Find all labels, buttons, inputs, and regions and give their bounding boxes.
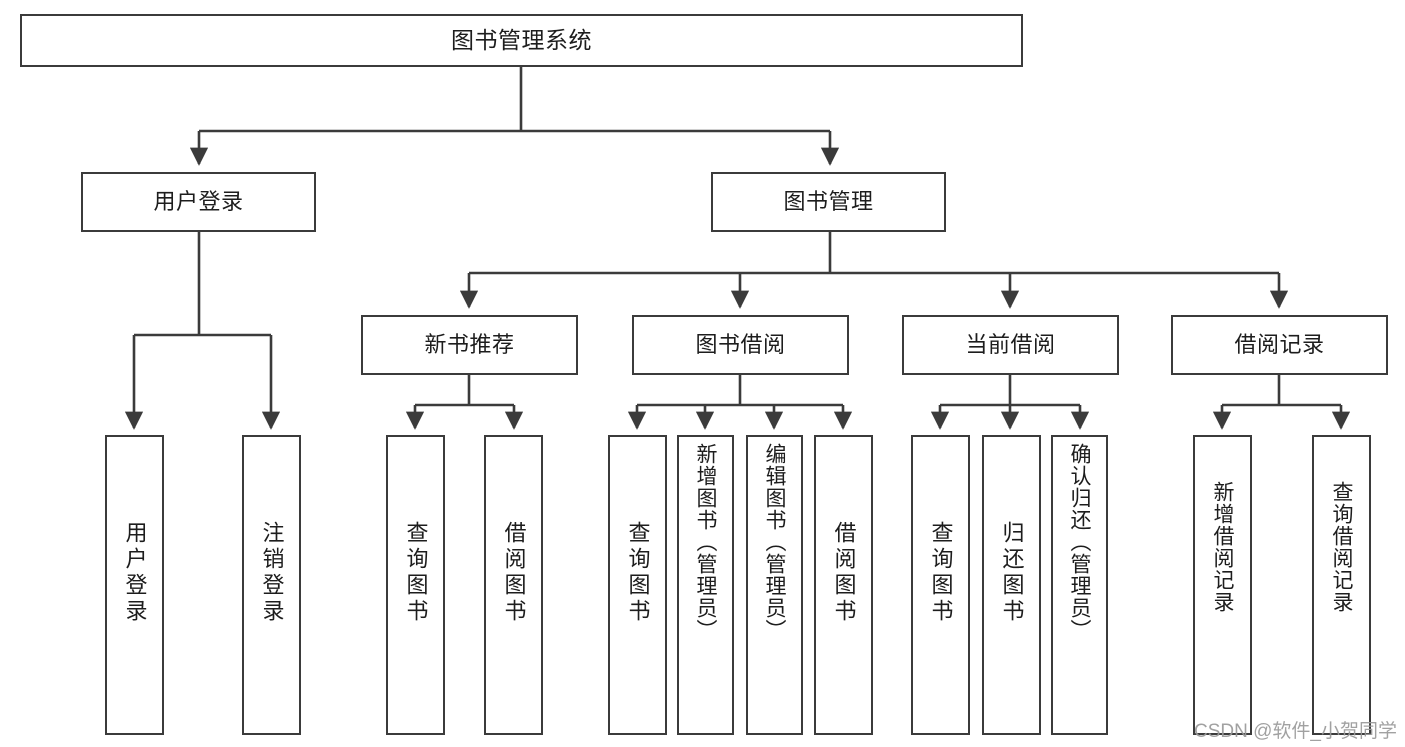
leaf-logout-login[interactable]: 注销登录 xyxy=(242,435,301,735)
node-user-login[interactable]: 用户登录 xyxy=(81,172,316,232)
leaf-query-book-recommend[interactable]: 查询图书 xyxy=(386,435,445,735)
node-label: 查询借阅记录 xyxy=(1330,481,1353,613)
node-label: 用户登录 xyxy=(122,521,148,625)
leaf-query-borrow-record[interactable]: 查询借阅记录 xyxy=(1312,435,1371,735)
node-label: 借阅记录 xyxy=(1234,332,1325,358)
leaf-add-book[interactable]: 新增图书（管理员） xyxy=(677,435,734,735)
node-label: 新书推荐 xyxy=(424,332,515,358)
node-current-borrow[interactable]: 当前借阅 xyxy=(902,315,1119,375)
node-new-book-recommend[interactable]: 新书推荐 xyxy=(361,315,578,375)
leaf-confirm-return[interactable]: 确认归还（管理员） xyxy=(1051,435,1108,735)
leaf-borrow-book-recommend[interactable]: 借阅图书 xyxy=(484,435,543,735)
node-label: 新增借阅记录 xyxy=(1211,481,1234,613)
leaf-borrow-book-borrow[interactable]: 借阅图书 xyxy=(814,435,873,735)
node-book-borrow[interactable]: 图书借阅 xyxy=(632,315,849,375)
node-label: 查询图书 xyxy=(928,521,954,625)
node-borrow-record[interactable]: 借阅记录 xyxy=(1171,315,1388,375)
node-label: 用户登录 xyxy=(153,189,244,215)
leaf-query-book-borrow[interactable]: 查询图书 xyxy=(608,435,667,735)
node-label: 归还图书 xyxy=(999,521,1025,625)
leaf-query-book-current[interactable]: 查询图书 xyxy=(911,435,970,735)
node-root-system[interactable]: 图书管理系统 xyxy=(20,14,1023,67)
node-label: 图书管理系统 xyxy=(451,26,592,53)
watermark-text: CSDN @软件_小贺同学 xyxy=(1194,721,1397,742)
node-label: 当前借阅 xyxy=(965,332,1056,358)
leaf-add-borrow-record[interactable]: 新增借阅记录 xyxy=(1193,435,1252,735)
node-book-manage[interactable]: 图书管理 xyxy=(711,172,946,232)
node-label: 图书管理 xyxy=(783,189,874,215)
node-label: 借阅图书 xyxy=(831,521,857,625)
node-label: 借阅图书 xyxy=(501,521,527,625)
node-label: 编辑图书（管理员） xyxy=(763,443,786,641)
leaf-return-book[interactable]: 归还图书 xyxy=(982,435,1041,735)
node-label: 确认归还（管理员） xyxy=(1068,443,1091,641)
node-label: 图书借阅 xyxy=(695,332,786,358)
node-label: 查询图书 xyxy=(625,521,651,625)
node-label: 查询图书 xyxy=(403,521,429,625)
node-label: 注销登录 xyxy=(259,521,285,625)
node-label: 新增图书（管理员） xyxy=(694,443,717,641)
leaf-edit-book[interactable]: 编辑图书（管理员） xyxy=(746,435,803,735)
leaf-user-login[interactable]: 用户登录 xyxy=(105,435,164,735)
